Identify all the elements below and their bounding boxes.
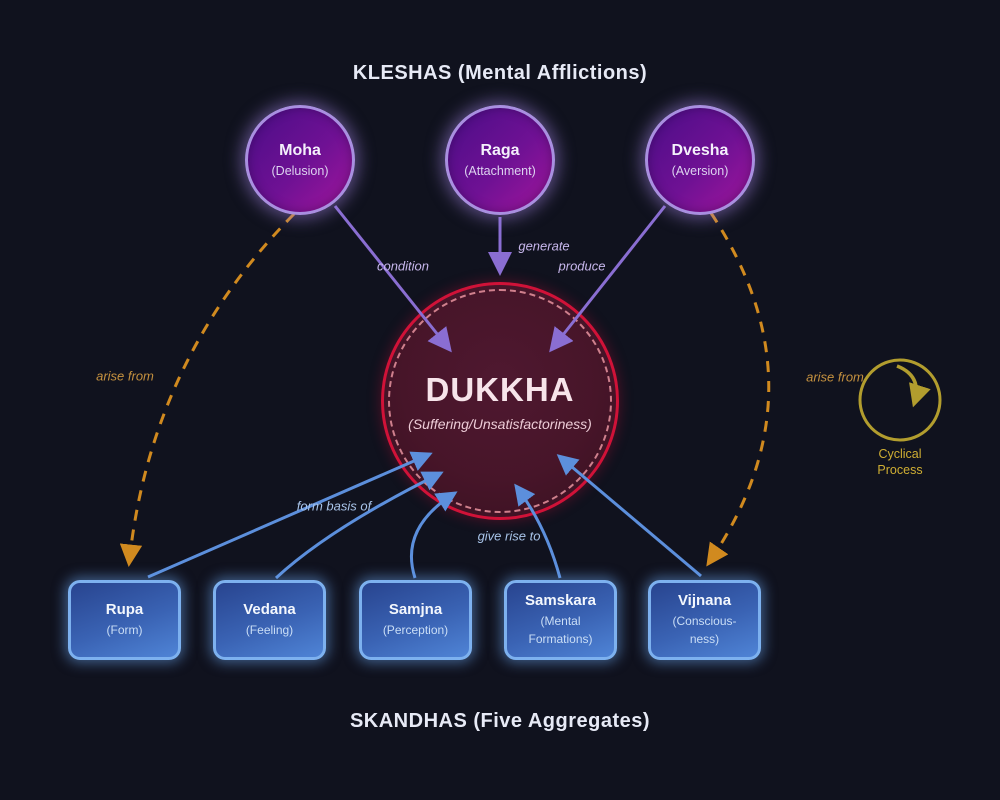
cyclical-process-label: Cyclical Process bbox=[877, 447, 923, 477]
arrow-moha-rupa-dashed bbox=[119, 212, 296, 567]
edge-label-arise-from-left: arise from bbox=[96, 368, 154, 384]
cycle-circle-icon bbox=[858, 358, 942, 442]
skandha-name: Samjna bbox=[388, 601, 443, 618]
klesha-node-moha: Moha (Delusion) bbox=[245, 105, 355, 215]
skandha-node-samskara: Samskara (Mental Formations) bbox=[504, 580, 617, 660]
skandha-name: Rupa bbox=[105, 601, 144, 618]
skandha-arrows bbox=[147, 451, 702, 580]
skandha-node-vijnana: Vijnana (Conscious-ness) bbox=[648, 580, 761, 660]
edge-label-give-rise-to: give rise to bbox=[477, 528, 541, 544]
cycle-arrow-icon bbox=[896, 364, 931, 408]
arrow-samjna-dukkha bbox=[410, 491, 458, 579]
klesha-name: Dvesha bbox=[671, 142, 729, 159]
skandha-subtitle: (Conscious-ness) bbox=[672, 614, 737, 646]
skandha-name: Vijnana bbox=[677, 592, 732, 609]
klesha-node-dvesha: Dvesha (Aversion) bbox=[645, 105, 755, 215]
skandha-subtitle: (Mental Formations) bbox=[528, 614, 593, 646]
arrow-vijnana-dukkha bbox=[556, 454, 702, 578]
klesha-name: Raga bbox=[480, 142, 520, 159]
klesha-subtitle: (Attachment) bbox=[464, 164, 536, 178]
skandha-name: Samskara bbox=[525, 592, 596, 609]
edge-label-generate: generate bbox=[518, 238, 570, 254]
skandhas-title: SKANDHAS (Five Aggregates) bbox=[349, 710, 651, 732]
skandha-subtitle: (Perception) bbox=[382, 623, 449, 637]
edge-label-form-basis-of: form basis of bbox=[296, 498, 372, 514]
cyclical-process-icon bbox=[858, 358, 942, 442]
arrow-moha-dukkha bbox=[333, 205, 452, 353]
klesha-name: Moha bbox=[279, 142, 321, 159]
skandha-node-vedana: Vedana (Feeling) bbox=[213, 580, 326, 660]
skandha-node-samjna: Samjna (Perception) bbox=[359, 580, 472, 660]
kleshas-title: KLESHAS (Mental Afflictions) bbox=[352, 62, 648, 84]
klesha-subtitle: (Aversion) bbox=[671, 164, 729, 178]
klesha-arrows bbox=[333, 205, 667, 353]
cyclical-arrows bbox=[119, 212, 771, 567]
arrow-dvesha-dukkha bbox=[549, 205, 667, 353]
arrow-dvesha-vijnana-dashed bbox=[706, 212, 771, 567]
arrow-rupa-dukkha bbox=[147, 451, 433, 579]
skandha-subtitle: (Feeling) bbox=[245, 623, 294, 637]
edge-label-arise-from-right: arise from bbox=[806, 369, 864, 385]
klesha-node-raga: Raga (Attachment) bbox=[445, 105, 555, 215]
skandha-name: Vedana bbox=[243, 601, 296, 618]
skandha-subtitle: (Form) bbox=[106, 623, 143, 637]
edge-label-produce: produce bbox=[558, 258, 606, 274]
edge-label-condition: condition bbox=[376, 258, 430, 274]
skandha-node-rupa: Rupa (Form) bbox=[68, 580, 181, 660]
arrow-vedana-dukkha bbox=[274, 471, 444, 580]
klesha-subtitle: (Delusion) bbox=[271, 164, 329, 178]
arrow-samskara-dukkha bbox=[514, 483, 562, 579]
